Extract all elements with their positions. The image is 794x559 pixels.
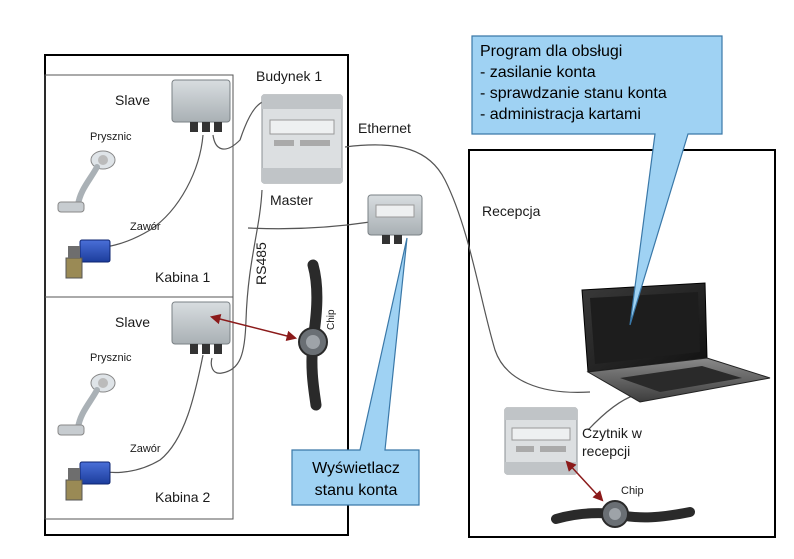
program-callout: Program dla obsługi - zasilanie konta - … (471, 35, 723, 326)
rs485-label: RS485 (253, 242, 269, 285)
master-label: Master (270, 192, 313, 208)
reader-label-line2: recepcji (582, 443, 630, 459)
cabin1-slave-label: Slave (115, 92, 150, 108)
wristband-chip-icon (551, 500, 695, 528)
rs485-bus (210, 189, 263, 374)
cabin2-valve-label: Zawór (130, 443, 161, 455)
valve-icon (65, 461, 111, 501)
ethernet-label: Ethernet (358, 120, 411, 136)
wristband-chip-icon (298, 259, 328, 411)
display-device (367, 194, 423, 244)
cabin1-label: Kabina 1 (155, 269, 210, 285)
reception-chip-label: Chip (621, 485, 644, 497)
slave2-box (171, 301, 231, 354)
building-chip-label: Chip (326, 309, 337, 330)
slave1-box (171, 79, 231, 132)
building-title: Budynek 1 (256, 68, 322, 84)
laptop-icon (581, 282, 771, 403)
cabin2-shower-label: Prysznic (90, 352, 132, 364)
cable-valve2 (94, 354, 204, 474)
display-callout: Wyświetlacz stanu konta (291, 237, 420, 506)
display-callout-line-2: stanu konta (315, 482, 398, 499)
valve-icon (65, 239, 111, 279)
rfid-link-arrow (209, 313, 298, 342)
reception-title: Recepcja (482, 203, 541, 219)
cabin1-valve-label: Zawór (130, 221, 161, 233)
rfid-link-arrow (565, 460, 604, 502)
shower-head-icon (57, 373, 116, 436)
shower-head-icon (57, 150, 116, 213)
reception-frame (468, 149, 776, 538)
cabin2-slave-label: Slave (115, 314, 150, 330)
program-callout-line-1: Program dla obsługi (480, 43, 622, 60)
cable-display (247, 221, 371, 230)
program-callout-line-2: - zasilanie konta (480, 64, 596, 81)
cabin2-frame (44, 296, 234, 520)
reader-label-line1: Czytnik w (582, 425, 643, 441)
card-reader-device (504, 407, 578, 475)
cabin1-shower-label: Prysznic (90, 131, 132, 143)
program-callout-line-4: - administracja kartami (480, 106, 641, 123)
program-callout-line-3: - sprawdzanie stanu konta (480, 85, 667, 102)
cabin2-label: Kabina 2 (155, 489, 210, 505)
ethernet-cable (344, 144, 591, 393)
display-callout-line-1: Wyświetlacz (312, 460, 400, 477)
master-device (261, 94, 343, 184)
